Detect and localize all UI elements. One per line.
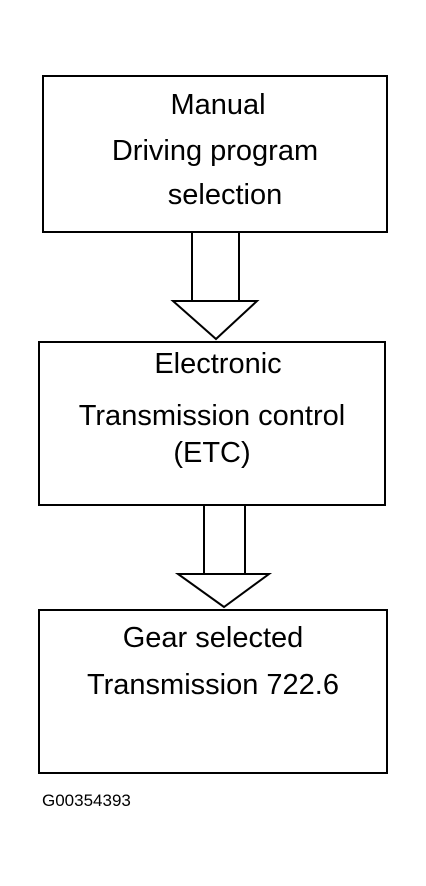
gear-selected-transmission-box: Gear selected Transmission 722.6 bbox=[38, 609, 388, 774]
box-text-line: Transmission 722.6 bbox=[87, 669, 339, 701]
box-text-line: (ETC) bbox=[173, 437, 251, 469]
box-text-line: Electronic bbox=[154, 348, 282, 380]
box-text-line: Driving program bbox=[111, 135, 319, 167]
box-text-line: selection bbox=[167, 179, 283, 211]
box-text-line: Transmission control bbox=[78, 400, 346, 432]
electronic-transmission-control-box: Electronic Transmission control (ETC) bbox=[38, 341, 386, 506]
box-text-line: Manual bbox=[170, 89, 266, 121]
down-arrow-1 bbox=[170, 233, 260, 341]
figure-id-label: G00354393 bbox=[42, 791, 131, 810]
down-arrow-2 bbox=[174, 506, 273, 609]
manual-driving-program-selection-box: Manual Driving program selection bbox=[42, 75, 388, 233]
box-text-line: Gear selected bbox=[122, 622, 304, 654]
